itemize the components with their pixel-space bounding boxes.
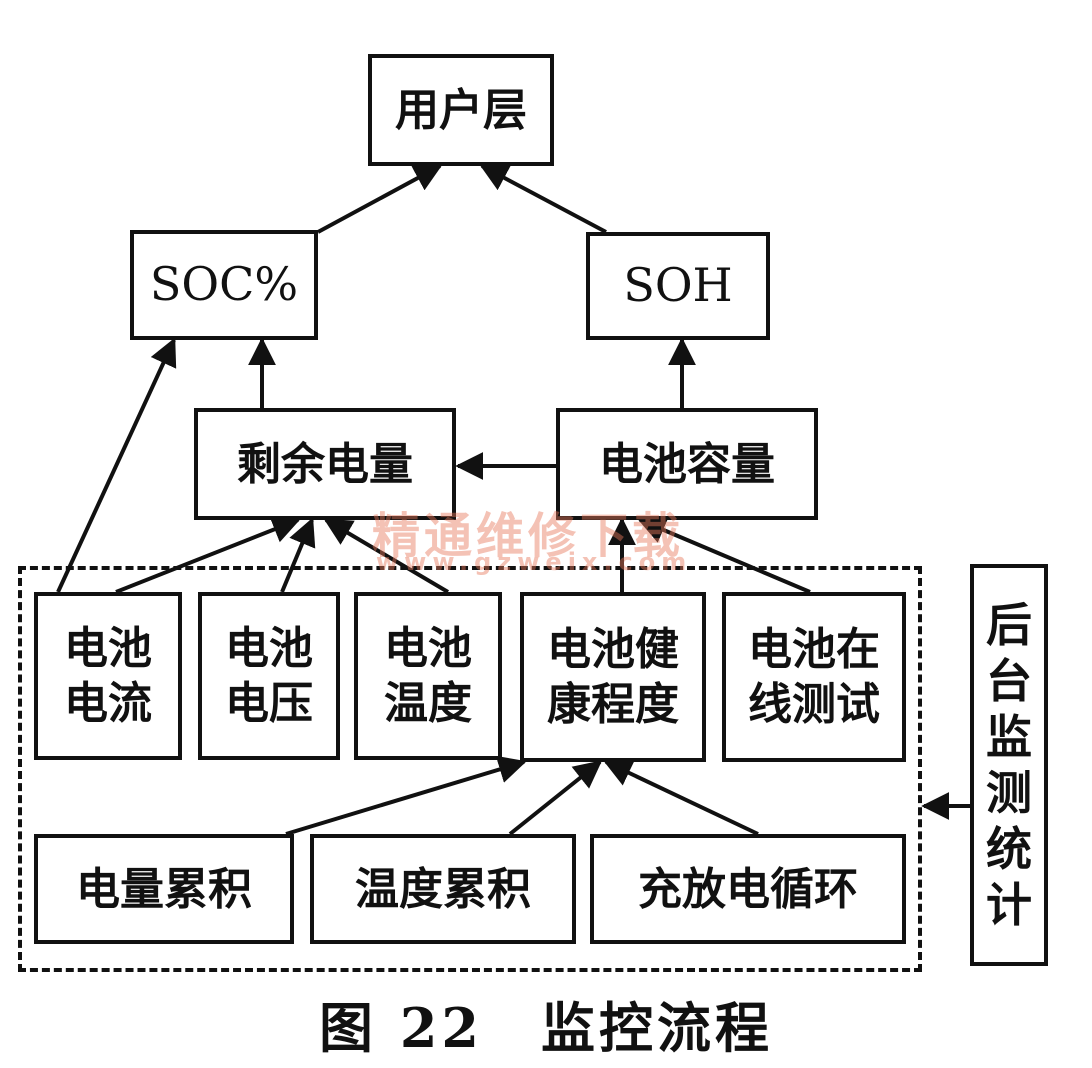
- node-battery-health: 电池健 康程度: [520, 592, 706, 762]
- node-soc: SOC%: [130, 230, 318, 340]
- monitoring-group-boundary: [18, 566, 922, 972]
- node-soh: SOH: [586, 232, 770, 340]
- node-battery-temperature: 电池 温度: [354, 592, 502, 760]
- arrow-charge-acc-to-health: [285, 755, 527, 836]
- arrow-online-test-to-capacity: [637, 516, 811, 594]
- arrow-voltage-to-remaining: [280, 517, 316, 593]
- arrow-temp-acc-to-health: [508, 760, 603, 836]
- node-battery-capacity: 电池容量: [556, 408, 818, 520]
- watermark-text: 精通维修下载: [372, 508, 685, 564]
- arrow-current-to-soc: [56, 337, 177, 593]
- arrow-soc-to-user-layer: [317, 164, 443, 234]
- node-charge-accumulation: 电量累积: [34, 834, 294, 944]
- node-battery-current: 电池 电流: [34, 592, 182, 760]
- node-charge-discharge-cycles: 充放电循环: [590, 834, 906, 944]
- node-battery-voltage: 电池 电压: [198, 592, 340, 760]
- node-temperature-accumulation: 温度累积: [310, 834, 576, 944]
- arrow-temperature-to-remaining: [323, 518, 450, 594]
- watermark-url: www.gzweix.com: [376, 548, 693, 576]
- node-remaining-charge: 剩余电量: [194, 408, 456, 520]
- arrow-current-to-remaining: [115, 516, 301, 594]
- arrow-soh-to-user-layer: [479, 164, 607, 234]
- node-background-monitoring-stats: 后 台 监 测 统 计: [970, 564, 1048, 966]
- node-user-layer: 用户层: [368, 54, 554, 166]
- arrow-cycles-to-health: [603, 760, 759, 836]
- figure-caption: 图 22 监控流程: [319, 996, 773, 1060]
- node-battery-online-test: 电池在 线测试: [722, 592, 906, 762]
